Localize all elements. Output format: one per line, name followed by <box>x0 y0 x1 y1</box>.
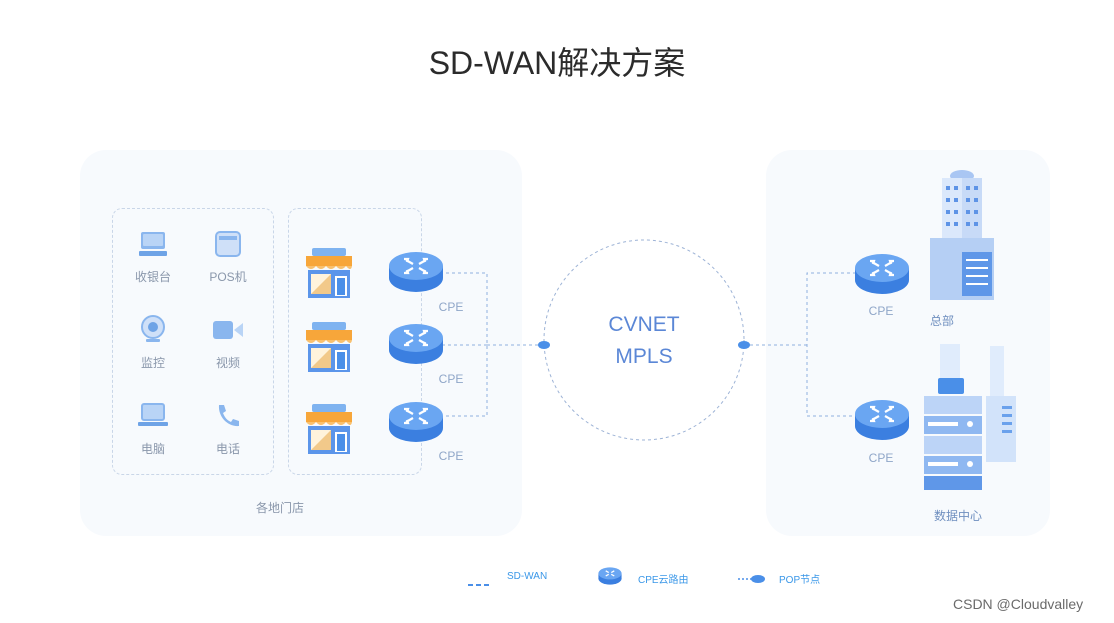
router-icon <box>854 252 910 301</box>
camera-icon <box>140 315 166 348</box>
page-title: SD-WAN解决方案 <box>428 45 686 81</box>
stores-panel <box>80 150 522 536</box>
pop-node-left <box>538 341 550 349</box>
device-label-phone: 电话 <box>215 442 240 456</box>
pop-node-icon <box>738 571 766 589</box>
store-cpe-label: CPE <box>438 449 464 463</box>
video-icon <box>212 318 244 347</box>
pop-node-right <box>738 341 750 349</box>
cloud-label-cvnet: CVNET <box>608 313 680 336</box>
terminal-devices-box <box>112 208 274 475</box>
data-center-server-icon <box>918 344 1022 501</box>
router-icon <box>388 322 444 371</box>
legend-cpe-label: CPE云路由 <box>638 575 689 586</box>
router-icon <box>854 398 910 447</box>
hq-label: 总部 <box>929 314 954 328</box>
sd-wan-dashed-line-icon <box>468 574 490 592</box>
phone-icon <box>214 402 242 435</box>
router-icon <box>388 250 444 299</box>
cash-register-icon <box>139 230 167 263</box>
watermark: CSDN @Cloudvalley <box>953 596 1084 612</box>
datacenter-cpe-label: CPE <box>868 451 894 465</box>
legend-pop-label: POP节点 <box>779 575 821 586</box>
store-icon <box>302 246 356 305</box>
legend-sd-wan-label: SD-WAN <box>507 571 548 582</box>
store-icon <box>302 320 356 379</box>
store-cpe-label: CPE <box>438 372 464 386</box>
pos-terminal-icon <box>215 230 241 263</box>
headquarters-panel <box>766 150 1050 536</box>
cloud-label-mpls: MPLS <box>615 345 673 368</box>
hq-cpe-label: CPE <box>868 304 894 318</box>
device-label-camera: 监控 <box>140 356 165 370</box>
laptop-icon <box>138 402 168 433</box>
device-label-laptop: 电脑 <box>140 442 165 456</box>
store-cpe-label: CPE <box>438 300 464 314</box>
datacenter-label: 数据中心 <box>933 509 982 523</box>
stores-panel-label: 各地门店 <box>255 501 304 515</box>
store-icon <box>302 402 356 461</box>
device-label-cash-register: 收银台 <box>134 270 171 284</box>
device-label-pos: POS机 <box>209 270 247 284</box>
router-icon <box>598 566 622 591</box>
router-icon <box>388 400 444 449</box>
office-building-icon <box>926 168 998 309</box>
device-label-video: 视频 <box>215 356 240 370</box>
